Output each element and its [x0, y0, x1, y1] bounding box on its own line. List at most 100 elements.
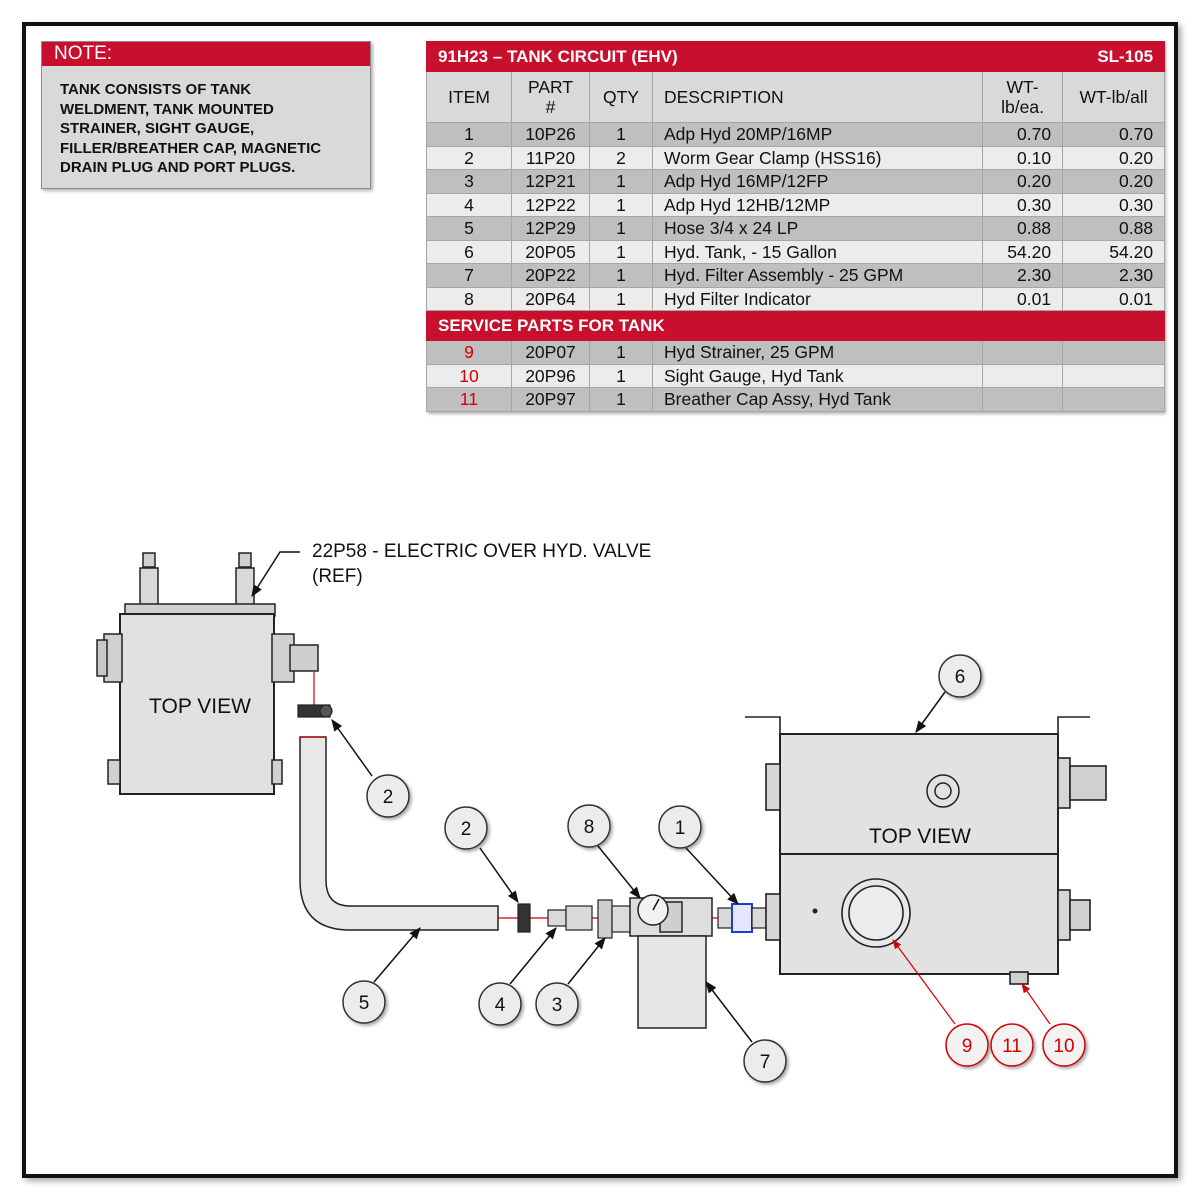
table-title: 91H23 – TANK CIRCUIT (EHV)	[425, 41, 1064, 72]
cell-description: Hyd. Tank, - 15 Gallon	[652, 239, 983, 264]
callout-labels: 2 2 8 1 5 4 3 7 6	[359, 667, 966, 1073]
service-title-row: SERVICE PARTS FOR TANK	[425, 310, 1166, 341]
valve-leader	[251, 551, 300, 598]
tank-view-label: TOP VIEW	[869, 825, 971, 848]
header-qty: QTY	[589, 71, 653, 123]
cell-wt-all: 2.30	[1062, 263, 1166, 288]
cell-qty: 1	[589, 363, 653, 388]
callout-10: 10	[1053, 1036, 1074, 1057]
hydraulic-tank	[745, 716, 1107, 985]
callout-4: 4	[495, 995, 506, 1016]
callout-11: 11	[1002, 1036, 1022, 1057]
cell-wt-ea	[981, 363, 1064, 388]
cell-description: Adp Hyd 20MP/16MP	[652, 122, 983, 147]
page-frame	[22, 22, 1178, 1178]
table-row: 8 20P64 1 Hyd Filter Indicator 0.01 0.01	[426, 286, 1166, 311]
cell-wt-all: 0.20	[1062, 169, 1166, 194]
cell-item: 1	[426, 122, 512, 147]
note-box: NOTE: TANK CONSISTS OF TANK WELDMENT, TA…	[41, 41, 371, 189]
cell-wt-all	[1062, 340, 1166, 365]
table-header-row: ITEM PART# QTY DESCRIPTION WT-lb/ea. WT-…	[426, 71, 1166, 123]
cell-wt-all	[1062, 387, 1166, 412]
callout-5: 5	[359, 993, 370, 1014]
service-row: 11 20P97 1 Breather Cap Assy, Hyd Tank	[426, 387, 1166, 412]
cell-wt-all: 54.20	[1062, 239, 1166, 264]
cell-item: 6	[426, 239, 512, 264]
service-row: 10 20P96 1 Sight Gauge, Hyd Tank	[426, 363, 1166, 388]
table-title-row: 91H23 – TANK CIRCUIT (EHV) SL-105	[425, 41, 1166, 72]
header-item: ITEM	[426, 71, 512, 123]
cell-description: Breather Cap Assy, Hyd Tank	[652, 387, 983, 412]
service-callout-labels: 9 11 10	[962, 1036, 1075, 1057]
cell-item: 5	[426, 216, 512, 241]
cell-description: Sight Gauge, Hyd Tank	[652, 363, 983, 388]
cell-qty: 1	[589, 122, 653, 147]
table-row: 3 12P21 1 Adp Hyd 16MP/12FP 0.20 0.20	[426, 169, 1166, 194]
filter-indicator-gauge	[637, 894, 669, 926]
callout-2-upper: 2	[383, 787, 394, 808]
cell-qty: 1	[589, 239, 653, 264]
port-dot	[812, 908, 818, 914]
cell-item: 7	[426, 263, 512, 288]
service-row: 9 20P07 1 Hyd Strainer, 25 GPM	[426, 340, 1166, 365]
cell-part: 20P22	[511, 263, 590, 288]
adapter-16mp-12fp	[597, 899, 633, 939]
cell-item: 3	[426, 169, 512, 194]
callout-7: 7	[760, 1052, 771, 1073]
header-wt-ea-line1: WT-	[1006, 77, 1039, 97]
table-row: 6 20P05 1 Hyd. Tank, - 15 Gallon 54.20 5…	[426, 239, 1166, 264]
service-title: SERVICE PARTS FOR TANK	[425, 310, 1166, 341]
cell-wt-ea: 0.30	[981, 192, 1064, 217]
cell-wt-ea: 0.70	[981, 122, 1064, 147]
cell-wt-ea: 54.20	[981, 239, 1064, 264]
header-wt-all: WT-lb/all	[1062, 71, 1166, 123]
table-row: 2 11P20 2 Worm Gear Clamp (HSS16) 0.10 0…	[426, 145, 1166, 170]
table-row: 7 20P22 1 Hyd. Filter Assembly - 25 GPM …	[426, 263, 1166, 288]
cell-wt-ea	[981, 340, 1064, 365]
service-callout-circles	[945, 1023, 1086, 1067]
header-part-line1: PART	[527, 77, 574, 97]
callout-2-lower: 2	[461, 819, 472, 840]
cell-wt-ea: 0.01	[981, 286, 1064, 311]
cell-wt-ea: 2.30	[981, 263, 1064, 288]
header-description: DESCRIPTION	[652, 71, 983, 123]
cell-description: Adp Hyd 16MP/12FP	[652, 169, 983, 194]
cell-qty: 1	[589, 286, 653, 311]
cell-item: 11	[426, 387, 512, 412]
cell-description: Hyd Strainer, 25 GPM	[652, 340, 983, 365]
header-wt-ea-line2: lb/ea.	[1001, 97, 1044, 117]
service-leader-lines	[892, 939, 1051, 1025]
callout-8: 8	[584, 817, 595, 838]
cell-item: 8	[426, 286, 512, 311]
cell-description: Hyd Filter Indicator	[652, 286, 983, 311]
cell-part: 12P21	[511, 169, 590, 194]
electric-over-hyd-valve	[96, 552, 319, 795]
cell-wt-all	[1062, 363, 1166, 388]
cell-wt-all: 0.88	[1062, 216, 1166, 241]
valve-view-label: TOP VIEW	[149, 695, 251, 718]
cell-description: Worm Gear Clamp (HSS16)	[652, 145, 983, 170]
cell-part: 20P96	[511, 363, 590, 388]
cell-description: Hyd. Filter Assembly - 25 GPM	[652, 263, 983, 288]
header-part-line2: #	[545, 97, 556, 117]
cell-part: 20P64	[511, 286, 590, 311]
callout-3: 3	[552, 995, 563, 1016]
strainer-port	[841, 878, 911, 948]
callout-1: 1	[675, 818, 686, 839]
worm-gear-clamp-upper	[297, 704, 333, 718]
cell-part: 20P05	[511, 239, 590, 264]
parts-table: 91H23 – TANK CIRCUIT (EHV) SL-105 ITEM P…	[425, 41, 1166, 412]
note-body: TANK CONSISTS OF TANK WELDMENT, TANK MOU…	[60, 81, 322, 176]
cell-qty: 1	[589, 216, 653, 241]
cell-item: 10	[426, 363, 512, 388]
cell-item: 2	[426, 145, 512, 170]
sheet-number: SL-105	[1062, 41, 1166, 72]
adapter-20mp-16mp	[717, 903, 767, 933]
leader-lines	[331, 691, 946, 1043]
hose	[299, 736, 499, 931]
callout-6: 6	[955, 667, 966, 688]
cell-qty: 1	[589, 340, 653, 365]
header-wt-ea: WT-lb/ea.	[981, 71, 1064, 123]
cell-wt-ea: 0.20	[981, 169, 1064, 194]
